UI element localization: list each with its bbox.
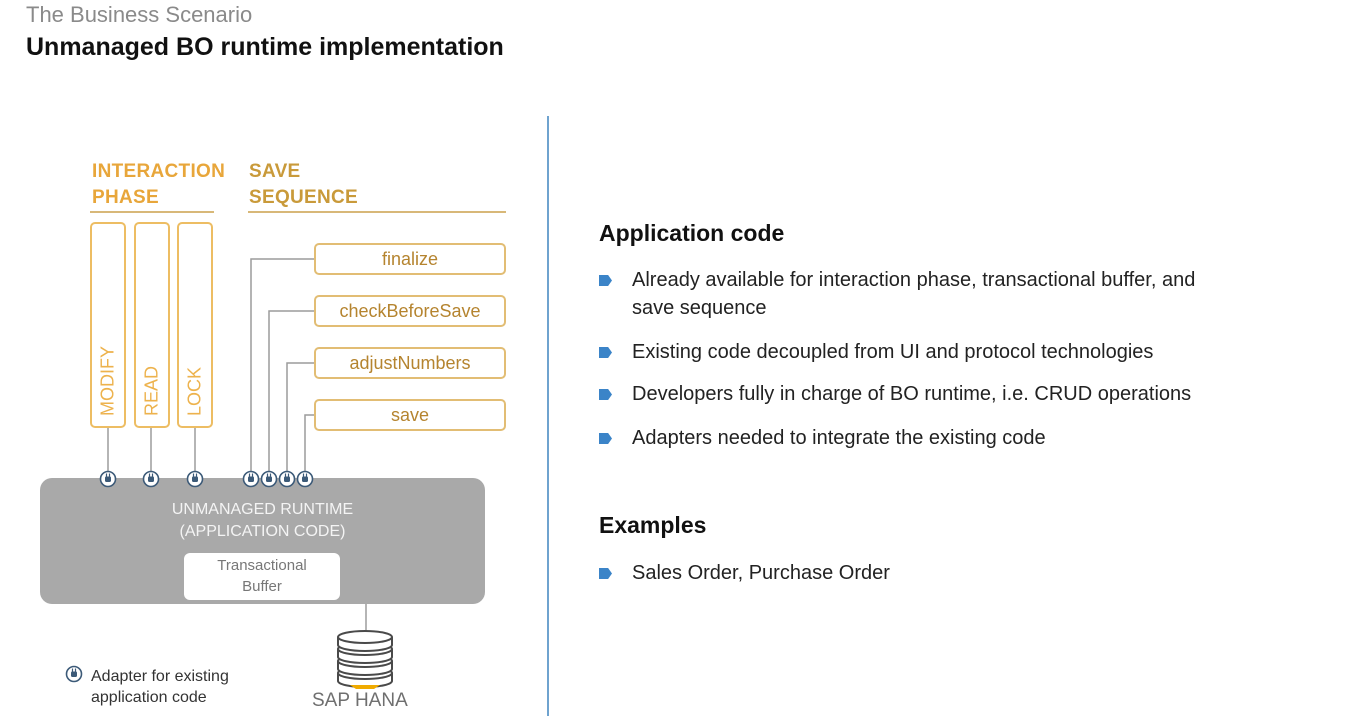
bullet-text: Developers fully in charge of BO runtime… — [632, 383, 1192, 405]
legend-text: Adapter for existing application code — [91, 666, 229, 708]
bullet-text: Already available for interaction phase,… — [632, 269, 1196, 291]
unmanaged-runtime-label: UNMANAGED RUNTIME (APPLICATION CODE) — [40, 499, 485, 543]
save-box: save — [314, 399, 506, 431]
adapter-icons — [65, 470, 314, 683]
connector-adjustnumbers — [286, 362, 314, 472]
save-sequence-line1: SAVE — [249, 161, 301, 182]
buffer-line2: Buffer — [242, 578, 282, 595]
adapter-plug-icon — [260, 470, 278, 488]
slide-title: Unmanaged BO runtime implementation — [26, 33, 504, 61]
bullet-item: Already available for interaction phase,… — [599, 266, 1319, 322]
connector-checkbeforesave — [268, 310, 314, 472]
interaction-phase-line2: PHASE — [92, 187, 159, 208]
bullet-text: Sales Order, Purchase Order — [632, 562, 890, 584]
lock-box: LOCK — [177, 222, 213, 428]
bullet-item: Sales Order, Purchase Order — [599, 559, 1319, 587]
checkbeforesave-box: checkBeforeSave — [314, 295, 506, 327]
bullet-arrow-icon — [599, 347, 612, 358]
bullet-item: Existing code decoupled from UI and prot… — [599, 338, 1319, 366]
bullet-arrow-icon — [599, 433, 612, 444]
application-code-heading: Application code — [599, 220, 785, 246]
save-sequence-rule — [248, 211, 506, 213]
save-sequence-line2: SEQUENCE — [249, 187, 359, 208]
adapter-plug-icon — [296, 470, 314, 488]
connector-save — [304, 414, 314, 472]
adapter-plug-icon — [99, 470, 117, 488]
examples-heading: Examples — [599, 512, 707, 538]
runtime-line2: (APPLICATION CODE) — [179, 523, 346, 540]
adjustnumbers-box: adjustNumbers — [314, 347, 506, 379]
bullet-item: Adapters needed to integrate the existin… — [599, 424, 1319, 452]
read-box: READ — [134, 222, 170, 428]
buffer-line1: Transactional — [217, 557, 307, 574]
connector-lines — [107, 258, 367, 632]
vertical-divider — [547, 116, 549, 716]
save-sequence-heading: SAVE SEQUENCE — [249, 159, 358, 211]
bullet-arrow-icon — [599, 568, 612, 579]
database-icon — [337, 630, 393, 689]
bullet-text-continued: save sequence — [632, 297, 767, 319]
adapter-plug-icon — [142, 470, 160, 488]
bullet-arrow-icon — [599, 275, 612, 286]
adapter-plug-icon — [242, 470, 260, 488]
sap-hana-label: SAP HANA — [312, 690, 408, 711]
legend-line2: application code — [91, 689, 207, 706]
interaction-phase-heading: INTERACTION PHASE — [92, 159, 225, 211]
adapter-plug-icon — [278, 470, 296, 488]
bullet-arrow-icon — [599, 389, 612, 400]
transactional-buffer: Transactional Buffer — [184, 553, 340, 600]
bullet-text: Adapters needed to integrate the existin… — [632, 427, 1046, 449]
modify-box: MODIFY — [90, 222, 126, 428]
interaction-phase-rule — [90, 211, 214, 213]
legend-plug-icon — [65, 665, 83, 683]
section-supertitle: The Business Scenario — [26, 2, 253, 27]
runtime-line1: UNMANAGED RUNTIME — [171, 501, 354, 518]
bullet-text: Existing code decoupled from UI and prot… — [632, 341, 1154, 363]
bullet-item: Developers fully in charge of BO runtime… — [599, 380, 1319, 408]
legend-line1: Adapter for existing — [91, 668, 229, 685]
adapter-plug-icon — [186, 470, 204, 488]
connector-finalize — [250, 258, 314, 472]
finalize-box: finalize — [314, 243, 506, 275]
interaction-phase-line1: INTERACTION — [92, 161, 226, 182]
